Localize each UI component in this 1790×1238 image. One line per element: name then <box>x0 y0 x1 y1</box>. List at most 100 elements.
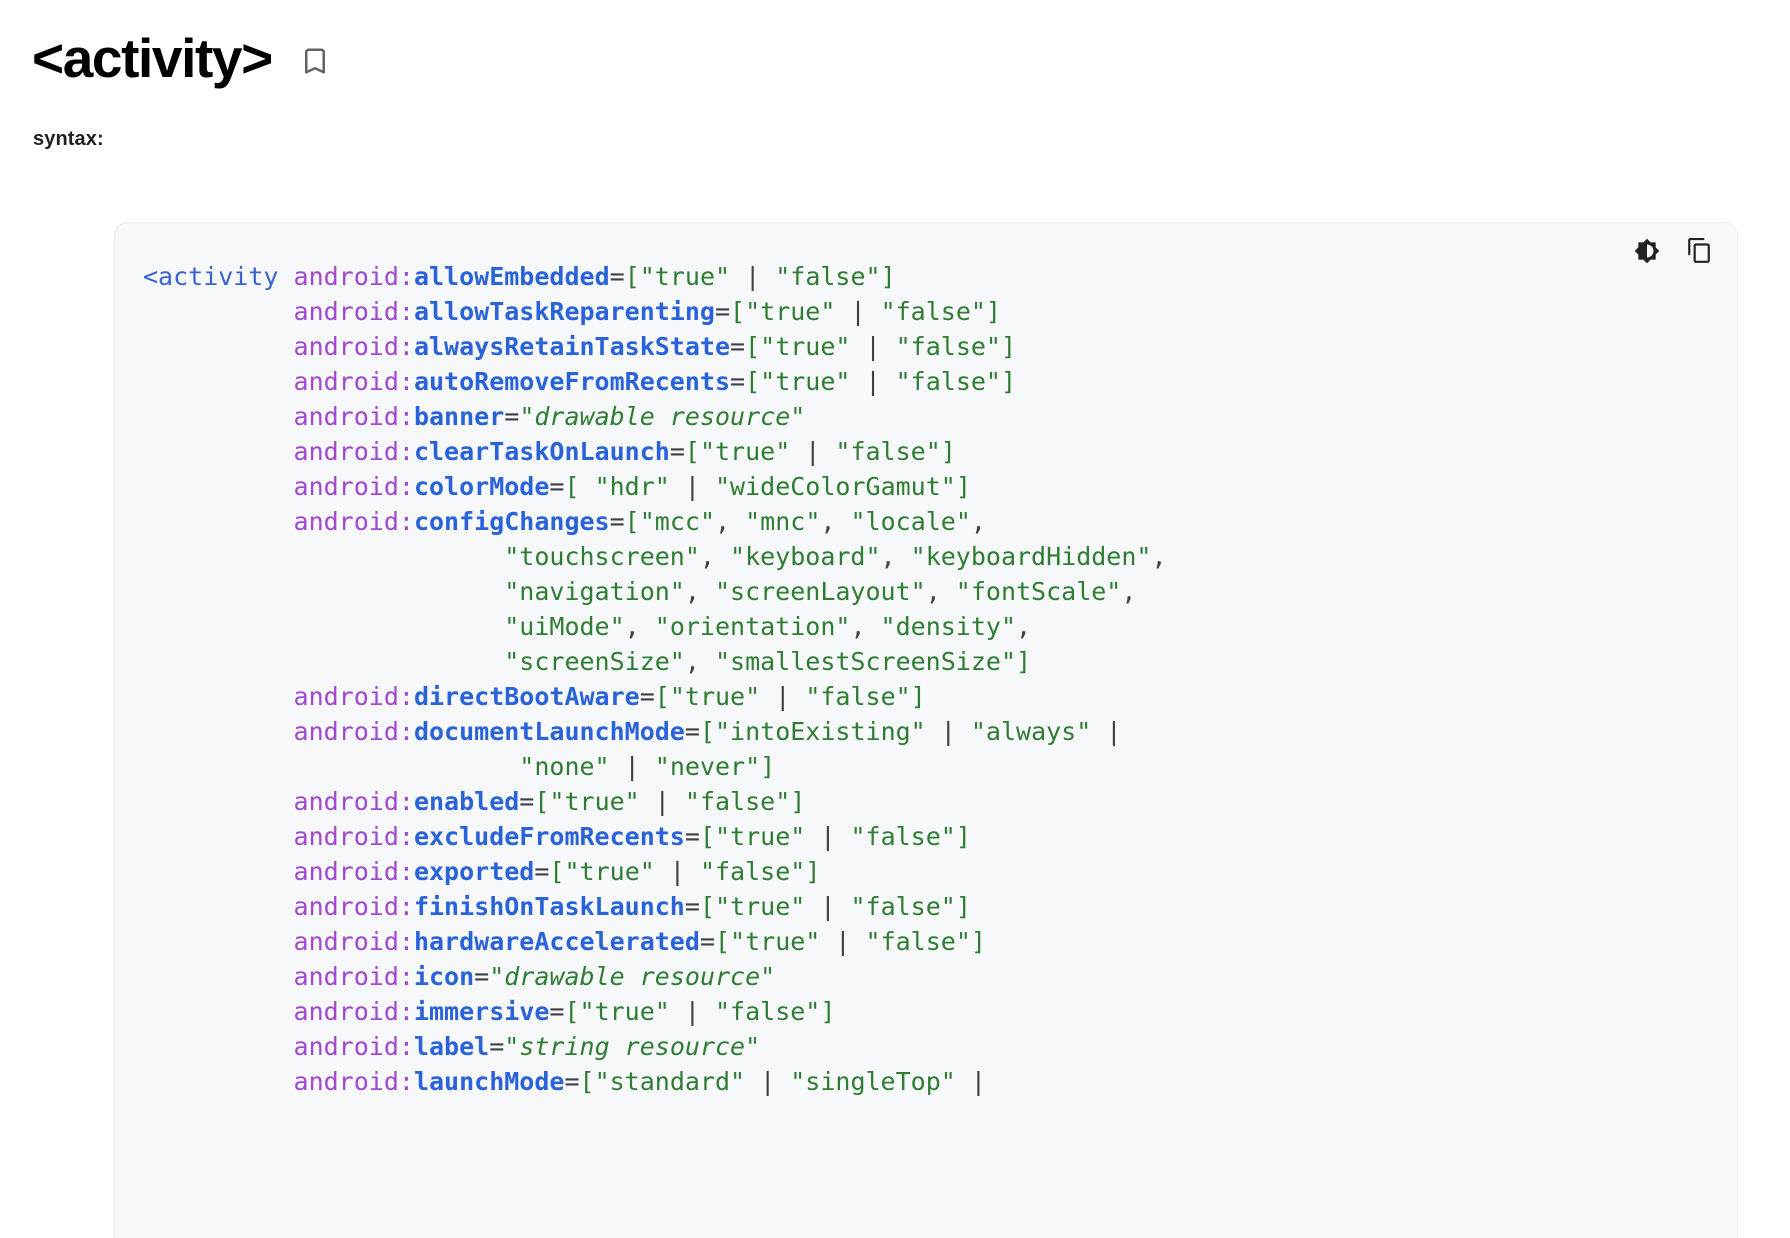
code-token-str: "true" <box>669 682 761 711</box>
code-token-punc: | <box>730 262 776 291</box>
code-token-str: ] <box>880 262 896 291</box>
code-token-str: "false" <box>699 857 806 886</box>
code-line: <activity android:allowEmbedded=["true" … <box>143 262 896 291</box>
code-token-plain <box>143 892 294 921</box>
code-token-punc: = <box>504 402 520 431</box>
code-token-str: ] <box>1000 367 1017 396</box>
code-token-punc: | <box>760 682 806 711</box>
code-token-plain <box>143 542 504 571</box>
code-token-attr: hardwareAccelerated <box>413 927 700 956</box>
code-token-str: ] <box>955 822 971 851</box>
code-token-punc: = <box>519 787 535 816</box>
code-token-str: "screenSize" <box>504 647 685 676</box>
code-token-attr: enabled <box>413 787 520 816</box>
code-token-plain <box>143 927 294 956</box>
code-token-plain <box>143 402 294 431</box>
code-token-str: "locale" <box>850 507 971 536</box>
code-token-str: "true" <box>639 262 731 291</box>
code-token-attr: clearTaskOnLaunch <box>413 437 670 466</box>
code-token-str: " <box>790 402 806 431</box>
code-token-punc: = <box>684 822 700 851</box>
code-token-attr: allowTaskReparenting <box>413 297 715 326</box>
code-content[interactable]: <activity android:allowEmbedded=["true" … <box>115 223 1737 1099</box>
code-token-punc: = <box>609 507 625 536</box>
code-line: android:alwaysRetainTaskState=["true" | … <box>143 332 1017 361</box>
code-token-str: ] <box>1016 647 1032 676</box>
code-line: android:autoRemoveFromRecents=["true" | … <box>143 367 1017 396</box>
copy-code-button[interactable] <box>1683 235 1715 267</box>
code-token-punc: | <box>925 717 971 746</box>
code-token-str: " <box>760 962 776 991</box>
code-token-punc: , <box>1121 577 1137 606</box>
code-token-attr: excludeFromRecents <box>413 822 685 851</box>
code-token-str: [ <box>564 997 580 1026</box>
code-token-str: "density" <box>880 612 1017 641</box>
code-token-str: [ <box>534 787 550 816</box>
code-token-str: [ <box>745 367 761 396</box>
code-token-ns: android: <box>293 1032 414 1061</box>
code-token-punc: | <box>669 472 715 501</box>
code-line: android:finishOnTaskLaunch=["true" | "fa… <box>143 892 971 921</box>
code-token-attr: allowEmbedded <box>413 262 610 291</box>
code-token-res: drawable resource <box>534 402 791 431</box>
code-line: android:launchMode=["standard" | "single… <box>143 1067 986 1096</box>
code-line: android:immersive=["true" | "false"] <box>143 997 836 1026</box>
code-token-attr: launchMode <box>413 1067 565 1096</box>
code-token-str: "keyboardHidden" <box>910 542 1152 571</box>
code-token-ns: android: <box>293 507 414 536</box>
code-token-plain <box>143 787 294 816</box>
code-token-attr: configChanges <box>413 507 610 536</box>
code-token-str: [ <box>699 892 715 921</box>
code-token-plain <box>143 682 294 711</box>
code-token-str: "true" <box>730 927 821 956</box>
code-token-str: [ <box>730 297 746 326</box>
code-token-str: "true" <box>745 297 836 326</box>
code-token-punc: | <box>850 332 896 361</box>
copy-icon <box>1686 238 1712 264</box>
code-token-attr: documentLaunchMode <box>413 717 685 746</box>
code-token-str: "orientation" <box>654 612 851 641</box>
code-token-str: "false" <box>895 332 1001 361</box>
code-token-ns: android: <box>293 472 414 501</box>
code-token-punc: | <box>639 787 685 816</box>
code-token-str: [ <box>745 332 761 361</box>
code-token-punc: = <box>669 437 685 466</box>
code-line: android:exported=["true" | "false"] <box>143 857 821 886</box>
code-token-punc: | <box>805 822 851 851</box>
code-token-attr: directBootAware <box>413 682 640 711</box>
code-line: android:configChanges=["mcc", "mnc", "lo… <box>143 507 986 536</box>
code-token-str: ] <box>790 787 806 816</box>
code-token-punc: = <box>699 927 715 956</box>
bookmark-button[interactable] <box>294 40 336 82</box>
code-line: android:excludeFromRecents=["true" | "fa… <box>143 822 971 851</box>
code-token-attr: label <box>413 1032 490 1061</box>
code-token-punc: = <box>549 472 565 501</box>
code-token-punc: = <box>684 892 700 921</box>
code-token-punc: | <box>805 892 851 921</box>
code-token-str: "smallestScreenSize" <box>714 647 1016 676</box>
code-token-res: string resource <box>519 1032 746 1061</box>
code-token-str: "true" <box>760 332 851 361</box>
code-token-plain <box>143 997 294 1026</box>
code-token-str: "touchscreen" <box>504 542 700 571</box>
code-token-ns: android: <box>293 892 414 921</box>
code-token-plain <box>143 437 294 466</box>
code-token-str: [ <box>714 927 731 956</box>
code-token-str: "true" <box>549 787 640 816</box>
page-title: <activity> <box>32 26 273 89</box>
code-token-punc: , <box>970 507 986 536</box>
code-token-punc: | <box>790 437 836 466</box>
code-line: "none" | "never"] <box>143 752 775 781</box>
code-token-plain <box>143 647 504 676</box>
code-token-str: [ <box>624 507 640 536</box>
code-token-ns: android: <box>293 1067 414 1096</box>
code-token-str: [ <box>654 682 670 711</box>
code-line: android:enabled=["true" | "false"] <box>143 787 806 816</box>
code-token-str: "false" <box>684 787 791 816</box>
code-token-str: ] <box>820 997 836 1026</box>
theme-toggle-button[interactable] <box>1631 235 1663 267</box>
code-token-str: "keyboard" <box>730 542 881 571</box>
code-token-str: "mnc" <box>745 507 821 536</box>
code-token-punc: | <box>1091 717 1122 746</box>
